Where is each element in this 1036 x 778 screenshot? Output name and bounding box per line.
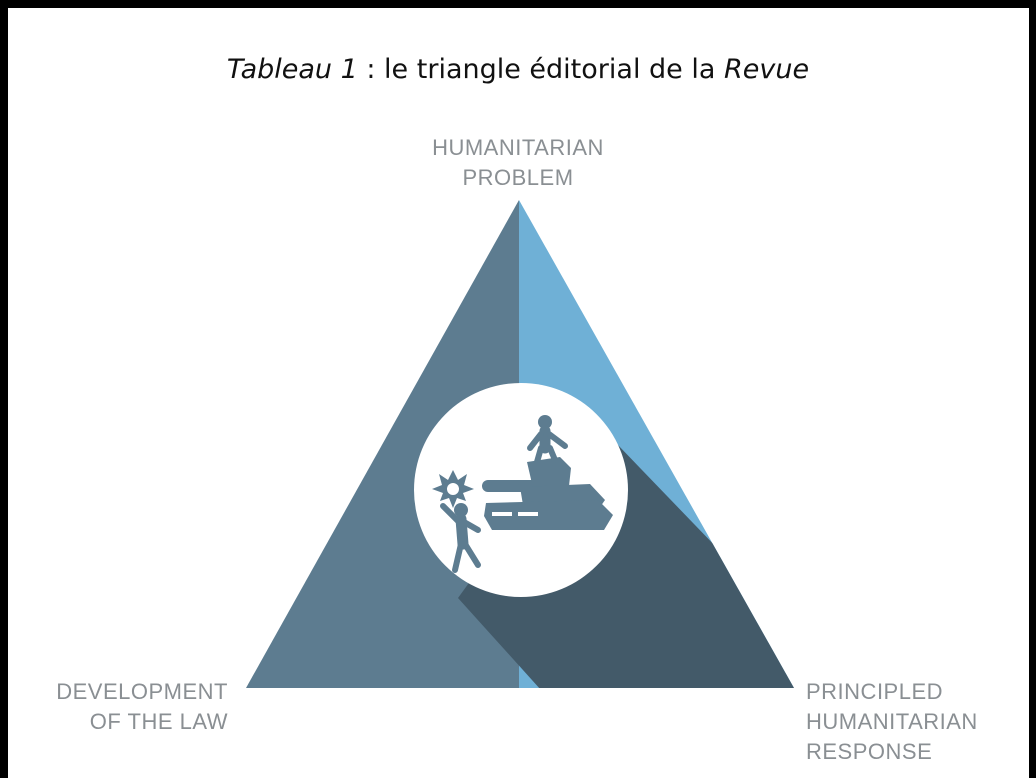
injured-person-icon: [440, 503, 481, 573]
vertex-label-principled-response: PRINCIPLED HUMANITARIAN RESPONSE: [806, 677, 1026, 767]
explosion-icon: [432, 470, 474, 508]
soldier-icon: [527, 415, 568, 465]
figure-title: Tableau 1 : le triangle éditorial de la …: [0, 54, 1036, 85]
title-text-part: : le triangle éditorial de la: [357, 54, 724, 85]
title-italic-part: Tableau 1: [226, 54, 358, 85]
vertex-label-humanitarian-problem: HUMANITARIAN PROBLEM: [0, 133, 1036, 193]
label-line: PROBLEM: [462, 165, 574, 190]
tank-icon: [482, 457, 613, 530]
label-line: HUMANITARIAN: [806, 709, 978, 734]
vertex-label-development-of-law: DEVELOPMENT OF THE LAW: [20, 677, 228, 737]
label-line: RESPONSE: [806, 739, 933, 764]
label-line: HUMANITARIAN: [432, 135, 604, 160]
label-line: OF THE LAW: [89, 709, 228, 734]
label-line: DEVELOPMENT: [56, 679, 228, 704]
label-line: PRINCIPLED: [806, 679, 944, 704]
title-italic-revue: Revue: [723, 54, 810, 85]
